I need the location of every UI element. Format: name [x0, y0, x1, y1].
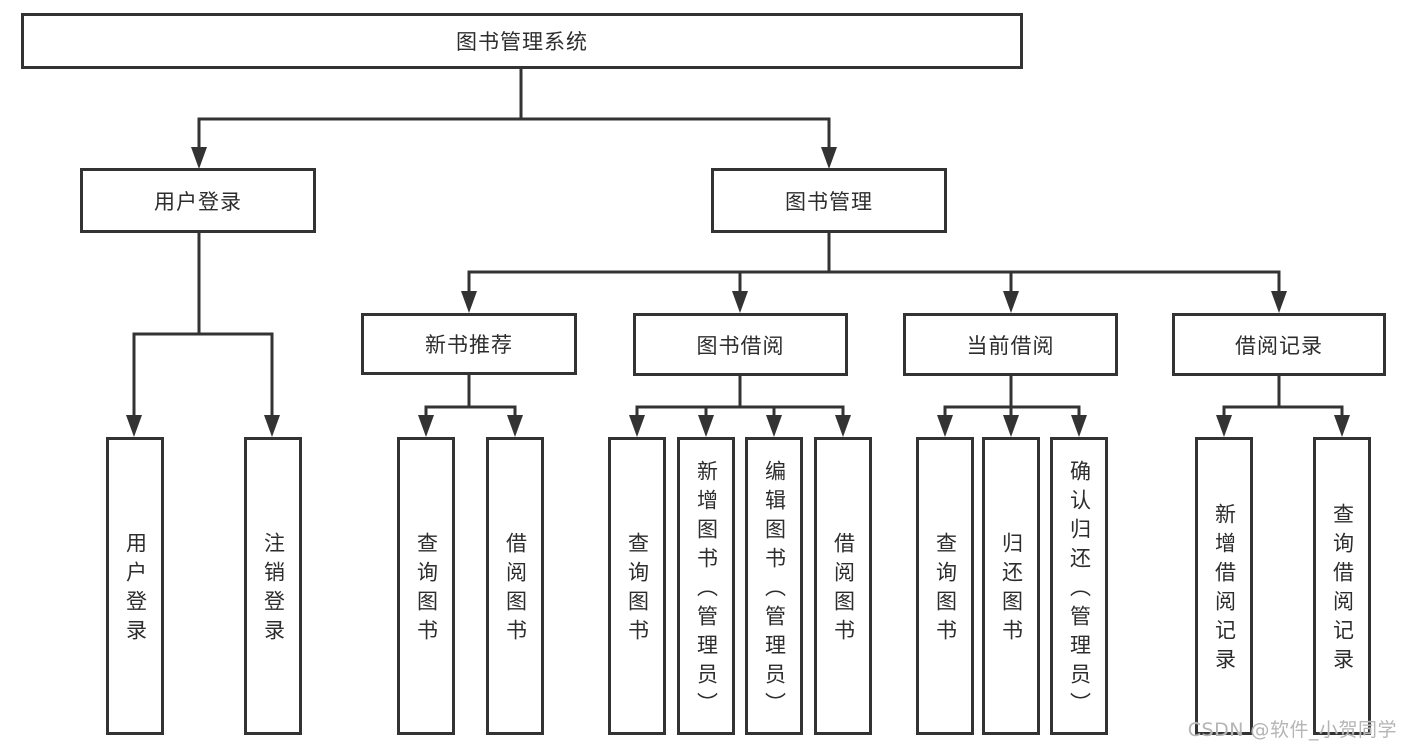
node-book-management: 图书管理: [711, 168, 947, 233]
leaf-logout-label: 注销登录: [261, 532, 286, 648]
leaf-query-book-label: 查询图书: [625, 532, 650, 648]
node-root-label: 图书管理系统: [456, 30, 588, 54]
node-new-book-recommendation-label: 新书推荐: [425, 333, 513, 357]
leaf-confirm-return-admin-label: 确认归还（管理员）: [1067, 459, 1092, 721]
leaf-add-book-admin-label: 新增图书（管理员）: [694, 459, 719, 721]
leaf-confirm-return-admin: 确认归还（管理员）: [1050, 437, 1108, 735]
node-borrowing-records: 借阅记录: [1172, 313, 1386, 376]
node-book-borrowing: 图书借阅: [633, 313, 848, 376]
leaf-return-book: 归还图书: [982, 437, 1040, 735]
leaf-add-book-admin: 新增图书（管理员）: [677, 437, 735, 735]
leaf-add-borrow-record-label: 新增借阅记录: [1212, 503, 1237, 677]
leaf-user-login: 用户登录: [106, 437, 164, 735]
leaf-user-login-label: 用户登录: [123, 532, 148, 648]
leaf-query-borrow-record-label: 查询借阅记录: [1330, 503, 1355, 677]
leaf-query-borrow-record: 查询借阅记录: [1313, 437, 1371, 735]
node-borrowing-records-label: 借阅记录: [1235, 333, 1323, 358]
leaf-edit-book-admin-label: 编辑图书（管理员）: [762, 459, 787, 721]
csdn-watermark: CSDN @软件_小贺同学: [1187, 719, 1397, 741]
leaf-query-book-under-recommendation: 查询图书: [397, 437, 455, 735]
leaf-borrow-book-under-borrowing: 借阅图书: [814, 437, 872, 735]
leaf-borrow-book-label: 借阅图书: [503, 532, 528, 648]
leaf-logout: 注销登录: [244, 437, 302, 735]
leaf-query-book-label: 查询图书: [933, 532, 958, 648]
leaf-query-book-under-current: 查询图书: [916, 437, 974, 735]
node-root-system: 图书管理系统: [21, 13, 1023, 69]
leaf-query-book-label: 查询图书: [414, 532, 439, 648]
node-new-book-recommendation: 新书推荐: [361, 313, 577, 375]
leaf-return-book-label: 归还图书: [999, 532, 1024, 648]
leaf-edit-book-admin: 编辑图书（管理员）: [745, 437, 803, 735]
node-user-login: 用户登录: [80, 168, 316, 233]
node-current-borrowing-label: 当前借阅: [966, 333, 1055, 358]
leaf-add-borrow-record: 新增借阅记录: [1195, 437, 1253, 735]
node-user-login-label: 用户登录: [154, 189, 242, 214]
leaf-query-book-under-borrowing: 查询图书: [608, 437, 666, 735]
leaf-borrow-book-label: 借阅图书: [831, 532, 856, 648]
leaf-borrow-book-under-recommendation: 借阅图书: [486, 437, 544, 735]
node-book-management-label: 图书管理: [785, 189, 873, 214]
node-current-borrowing: 当前借阅: [903, 313, 1118, 376]
node-book-borrowing-label: 图书借阅: [696, 333, 785, 358]
